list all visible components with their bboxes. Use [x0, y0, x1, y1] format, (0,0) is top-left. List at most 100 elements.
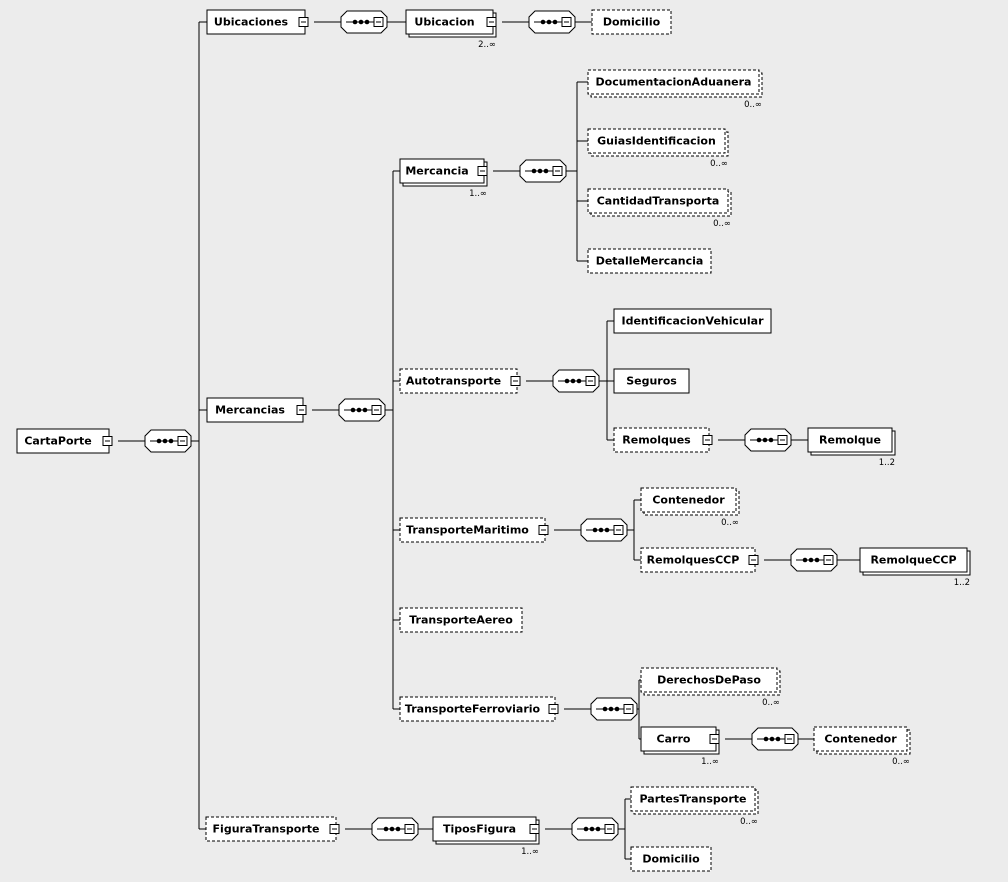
- node-mercancias[interactable]: Mercancias: [206, 397, 307, 423]
- node-seguros[interactable]: Seguros: [613, 368, 690, 394]
- sequence-compositor-mercancias: [338, 398, 386, 422]
- sequence-compositor-remolques-ccp: [790, 548, 838, 572]
- node-remolque-ccp[interactable]: RemolqueCCP 1..2: [859, 547, 971, 588]
- node-label: Autotransporte: [406, 375, 501, 388]
- node-detalle-mercancia[interactable]: DetalleMercancia: [587, 248, 712, 274]
- node-carta-porte[interactable]: CartaPorte: [16, 428, 113, 454]
- node-transporte-aereo[interactable]: TransporteAereo: [399, 607, 523, 633]
- node-tipos-figura[interactable]: TiposFigura 1..∞: [432, 816, 540, 857]
- sequence-collapse-toggle[interactable]: [404, 824, 415, 834]
- node-guias-identificacion[interactable]: GuiasIdentificacion 0..∞: [587, 128, 729, 169]
- node-label: RemolqueCCP: [870, 554, 956, 567]
- sequence-compositor-remolques: [744, 428, 792, 452]
- node-label: GuiasIdentificacion: [597, 135, 716, 148]
- sequence-compositor-figura-transporte: [371, 817, 419, 841]
- collapse-toggle[interactable]: [529, 824, 540, 834]
- node-remolques-ccp[interactable]: RemolquesCCP: [640, 547, 759, 573]
- node-label: FiguraTransporte: [213, 823, 320, 836]
- node-label: Remolque: [819, 434, 881, 447]
- sequence-collapse-toggle[interactable]: [604, 824, 615, 834]
- sequence-compositors: [144, 10, 838, 841]
- node-documentacion-aduanera[interactable]: DocumentacionAduanera 0..∞: [587, 69, 763, 110]
- node-label: Mercancias: [215, 404, 285, 417]
- collapse-toggle[interactable]: [702, 435, 713, 445]
- sequence-collapse-toggle[interactable]: [823, 555, 834, 565]
- occurrence-label: 0..∞: [762, 698, 780, 708]
- sequence-collapse-toggle[interactable]: [777, 435, 788, 445]
- collapse-toggle[interactable]: [548, 704, 559, 714]
- node-identificacion-vehicular[interactable]: IdentificacionVehicular: [613, 308, 772, 334]
- collapse-toggle[interactable]: [510, 376, 521, 386]
- collapse-toggle[interactable]: [486, 17, 497, 27]
- sequence-compositor-transporte-maritimo: [580, 518, 628, 542]
- node-label: CantidadTransporta: [597, 195, 720, 208]
- sequence-compositor-carro: [751, 727, 799, 751]
- occurrence-label: 0..∞: [713, 219, 731, 229]
- node-transporte-maritimo[interactable]: TransporteMaritimo: [399, 517, 549, 543]
- sequence-collapse-toggle[interactable]: [177, 436, 188, 446]
- sequence-collapse-toggle[interactable]: [371, 405, 382, 415]
- collapse-toggle[interactable]: [709, 734, 720, 744]
- sequence-compositor-carta-porte: [144, 429, 192, 453]
- collapse-toggle[interactable]: [748, 555, 759, 565]
- node-remolques[interactable]: Remolques: [613, 427, 713, 453]
- node-label: Contenedor: [652, 494, 725, 507]
- sequence-collapse-toggle[interactable]: [585, 376, 596, 386]
- occurrence-label: 1..∞: [701, 757, 719, 767]
- node-remolque[interactable]: Remolque 1..2: [807, 427, 896, 468]
- node-cantidad-transporta[interactable]: CantidadTransporta 0..∞: [587, 188, 732, 229]
- node-contenedor1[interactable]: Contenedor 0..∞: [640, 487, 740, 528]
- node-domicilio1[interactable]: Domicilio: [591, 9, 672, 35]
- node-figura-transporte[interactable]: FiguraTransporte: [205, 816, 340, 842]
- sequence-collapse-toggle[interactable]: [623, 704, 634, 714]
- node-label: Seguros: [626, 375, 677, 388]
- occurrence-label: 0..∞: [721, 518, 739, 528]
- sequence-collapse-toggle[interactable]: [552, 166, 563, 176]
- collapse-toggle[interactable]: [538, 525, 549, 535]
- node-label: CartaPorte: [24, 435, 91, 448]
- occurrence-label: 0..∞: [710, 159, 728, 169]
- collapse-toggle[interactable]: [298, 17, 309, 27]
- node-label: DetalleMercancia: [596, 255, 704, 268]
- sequence-compositor-transporte-ferroviario: [590, 697, 638, 721]
- node-partes-transporte[interactable]: PartesTransporte 0..∞: [630, 786, 759, 827]
- sequence-collapse-toggle[interactable]: [784, 734, 795, 744]
- node-label: IdentificacionVehicular: [621, 315, 764, 328]
- collapse-toggle[interactable]: [296, 405, 307, 415]
- occurrence-label: 1..∞: [521, 847, 539, 857]
- node-autotransporte[interactable]: Autotransporte: [399, 368, 521, 394]
- node-label: TiposFigura: [443, 823, 516, 836]
- node-label: PartesTransporte: [640, 793, 747, 806]
- node-derechos-de-paso[interactable]: DerechosDePaso 0..∞: [640, 667, 781, 708]
- collapse-toggle[interactable]: [102, 436, 113, 446]
- sequence-compositor-ubicacion: [528, 10, 576, 34]
- sequence-collapse-toggle[interactable]: [561, 17, 572, 27]
- occurrence-label: 0..∞: [744, 100, 762, 110]
- node-transporte-ferroviario[interactable]: TransporteFerroviario: [399, 696, 559, 722]
- node-domicilio2[interactable]: Domicilio: [630, 846, 712, 872]
- occurrence-label: 1..2: [879, 458, 895, 468]
- collapse-toggle[interactable]: [477, 166, 488, 176]
- sequence-compositor-ubicaciones: [340, 10, 388, 34]
- node-label: DerechosDePaso: [657, 674, 761, 687]
- collapse-toggle[interactable]: [329, 824, 340, 834]
- node-ubicaciones[interactable]: Ubicaciones: [206, 9, 309, 35]
- occurrence-label: 1..2: [954, 578, 970, 588]
- sequence-collapse-toggle[interactable]: [613, 525, 624, 535]
- node-label: TransporteMaritimo: [406, 524, 529, 537]
- sequence-compositor-tipos-figura: [571, 817, 619, 841]
- sequence-compositor-autotransporte: [552, 369, 600, 393]
- node-label: Ubicaciones: [214, 16, 289, 29]
- sequence-collapse-toggle[interactable]: [373, 17, 384, 27]
- occurrence-label: 0..∞: [740, 817, 758, 827]
- occurrence-label: 2..∞: [478, 40, 496, 50]
- node-label: Domicilio: [642, 853, 700, 866]
- node-label: Remolques: [622, 434, 691, 447]
- node-label: DocumentacionAduanera: [596, 76, 752, 89]
